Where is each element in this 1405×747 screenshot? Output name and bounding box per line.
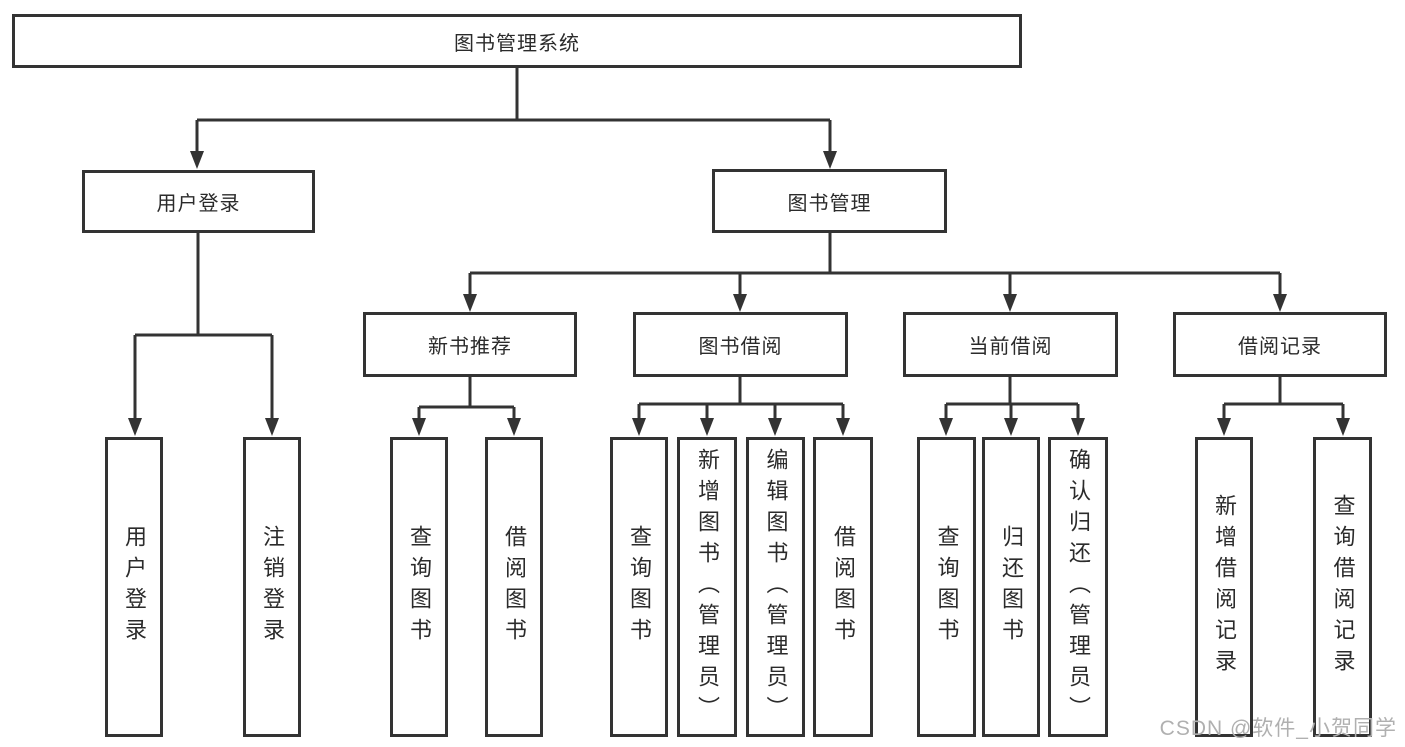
leaf-query-book-borrowing: 查询图书 [610, 437, 668, 737]
leaf-logout-login: 注销登录 [243, 437, 301, 737]
leaf-confirm-return-admin-label: 确认归还（管理员） [1066, 447, 1091, 727]
leaf-edit-book-admin: 编辑图书（管理员） [746, 437, 805, 737]
leaf-add-book-admin-label: 新增图书（管理员） [695, 447, 720, 727]
connector-book-mgmt-to-level3 [463, 233, 1287, 312]
node-user-login-label: 用户登录 [156, 193, 241, 215]
leaf-return-book: 归还图书 [982, 437, 1040, 737]
leaf-add-borrow-record-label: 新增借阅记录 [1212, 494, 1237, 680]
node-book-borrowing-label: 图书借阅 [698, 336, 783, 358]
leaf-borrow-book-borrowing-label: 借阅图书 [831, 525, 856, 649]
node-user-login: 用户登录 [82, 170, 315, 233]
node-library-system: 图书管理系统 [12, 14, 1022, 68]
connector-current-borrow-children [939, 377, 1085, 436]
leaf-borrow-book-recommend-label: 借阅图书 [502, 525, 527, 649]
leaf-query-book-current-label: 查询图书 [934, 525, 960, 649]
leaf-query-book-current: 查询图书 [917, 437, 976, 737]
leaf-query-borrow-record: 查询借阅记录 [1313, 437, 1372, 737]
leaf-user-login: 用户登录 [105, 437, 163, 737]
node-library-system-label: 图书管理系统 [454, 32, 580, 55]
node-book-borrowing: 图书借阅 [633, 312, 848, 377]
connector-root-to-level2 [190, 68, 837, 169]
node-borrowing-records: 借阅记录 [1173, 312, 1387, 377]
leaf-logout-login-label: 注销登录 [260, 525, 285, 649]
node-book-management-label: 图书管理 [787, 192, 872, 215]
node-new-book-recommend-label: 新书推荐 [428, 336, 512, 358]
node-current-borrowing: 当前借阅 [903, 312, 1118, 377]
leaf-borrow-book-recommend: 借阅图书 [485, 437, 543, 737]
leaf-query-borrow-record-label: 查询借阅记录 [1330, 494, 1356, 680]
node-borrowing-records-label: 借阅记录 [1238, 336, 1322, 358]
connector-new-book-children [412, 377, 521, 436]
connector-user-login-children [128, 233, 279, 436]
connector-borrow-records-children [1217, 377, 1350, 436]
leaf-query-book-recommend-label: 查询图书 [407, 525, 432, 649]
node-book-management: 图书管理 [712, 169, 947, 233]
csdn-watermark: CSDN @软件_小贺同学 [1159, 717, 1397, 740]
leaf-return-book-label: 归还图书 [999, 525, 1024, 649]
leaf-edit-book-admin-label: 编辑图书（管理员） [763, 447, 789, 727]
leaf-user-login-label: 用户登录 [122, 525, 147, 649]
leaf-query-book-borrowing-label: 查询图书 [627, 525, 652, 649]
leaf-confirm-return-admin: 确认归还（管理员） [1048, 437, 1108, 737]
leaf-borrow-book-borrowing: 借阅图书 [813, 437, 873, 737]
node-current-borrowing-label: 当前借阅 [968, 336, 1053, 358]
leaf-query-book-recommend: 查询图书 [390, 437, 448, 737]
leaf-add-borrow-record: 新增借阅记录 [1195, 437, 1253, 737]
node-new-book-recommend: 新书推荐 [363, 312, 577, 377]
leaf-add-book-admin: 新增图书（管理员） [677, 437, 737, 737]
connector-book-borrow-children [632, 377, 850, 436]
